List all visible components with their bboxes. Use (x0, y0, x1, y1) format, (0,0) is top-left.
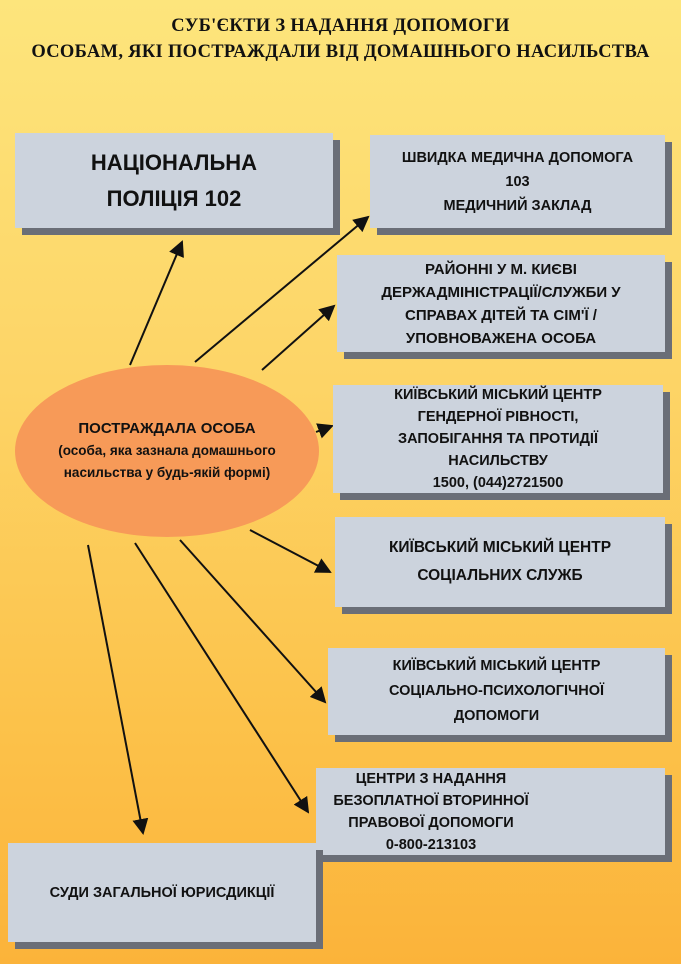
arrow-psych (179, 539, 327, 704)
box-text: СОЦІАЛЬНИХ СЛУЖБ (417, 567, 583, 584)
box-text: ЗАПОБІГАННЯ ТА ПРОТИДІЇ (398, 431, 598, 447)
victim-title: ПОСТРАЖДАЛА ОСОБА (78, 420, 256, 437)
arrow-legal (134, 542, 310, 814)
box-text: РАЙОННІ У М. КИЄВІ (425, 260, 577, 278)
box-district: РАЙОННІ У М. КИЄВІ ДЕРЖАДМІНІСТРАЦІЇ/СЛУ… (337, 255, 665, 352)
box-text: СПРАВАХ ДІТЕЙ ТА СІМ'Ї / (405, 306, 597, 324)
box-text: 0-800-213103 (385, 836, 477, 853)
box-text: БЕЗОПЛАТНОЇ ВТОРИННОЇ (333, 792, 529, 809)
box-text: 1500, (044)2721500 (432, 475, 564, 491)
box-text: ПРАВОВОЇ ДОПОМОГИ (348, 814, 514, 831)
box-ambulance: ШВИДКА МЕДИЧНА ДОПОМОГА 103 МЕДИЧНИЙ ЗАК… (370, 135, 665, 228)
box-gender-center: КИЇВСЬКИЙ МІСЬКИЙ ЦЕНТР ГЕНДЕРНОЇ РІВНОС… (333, 385, 663, 493)
box-text: КИЇВСЬКИЙ МІСЬКИЙ ЦЕНТР (392, 658, 601, 674)
victim-ellipse: ПОСТРАЖДАЛА ОСОБА (особа, яка зазнала до… (15, 365, 319, 537)
box-text: ГЕНДЕРНОЇ РІВНОСТІ, (417, 409, 579, 425)
box-psych-center: КИЇВСЬКИЙ МІСЬКИЙ ЦЕНТР СОЦІАЛЬНО-ПСИХОЛ… (328, 648, 665, 735)
box-social-services: КИЇВСЬКИЙ МІСЬКИЙ ЦЕНТР СОЦІАЛЬНИХ СЛУЖБ (335, 517, 665, 607)
arrow-district (261, 304, 336, 371)
box-courts: СУДИ ЗАГАЛЬНОЇ ЮРИСДИКЦІЇ (8, 843, 316, 942)
box-text: ШВИДКА МЕДИЧНА ДОПОМОГА (401, 149, 634, 166)
box-legal-aid: ЦЕНТРИ З НАДАННЯ БЕЗОПЛАТНОЇ ВТОРИННОЇ П… (316, 768, 665, 855)
box-text: СУДИ ЗАГАЛЬНОЇ ЮРИСДИКЦІЇ (49, 884, 275, 901)
victim-desc-1: (особа, яка зазнала домашнього (58, 443, 276, 458)
victim-desc-2: насильства у будь-якій формі) (63, 465, 271, 480)
arrow-police (129, 240, 184, 366)
box-text: КИЇВСЬКИЙ МІСЬКИЙ ЦЕНТР (394, 387, 602, 403)
box-text: МЕДИЧНИЙ ЗАКЛАД (443, 197, 592, 214)
arrow-courts (87, 544, 149, 835)
box-text: УПОВНОВАЖЕНА ОСОБА (405, 329, 597, 347)
box-text: ДОПОМОГИ (453, 708, 540, 724)
box-text: НАЦІОНАЛЬНА (90, 149, 258, 175)
box-text: 103 (505, 173, 530, 190)
box-text: КИЇВСЬКИЙ МІСЬКИЙ ЦЕНТР (388, 539, 612, 556)
arrow-gender (315, 423, 334, 439)
box-text: ДЕРЖАДМІНІСТРАЦІЇ/СЛУЖБИ У (381, 283, 621, 301)
box-text: СОЦІАЛЬНО-ПСИХОЛОГІЧНОЇ (388, 683, 604, 699)
box-text: НАСИЛЬСТВУ (448, 453, 548, 469)
box-text: ЦЕНТРИ З НАДАННЯ (355, 770, 507, 787)
box-police: НАЦІОНАЛЬНА ПОЛІЦІЯ 102 (15, 133, 333, 228)
title-line-2: ОСОБАМ, ЯКІ ПОСТРАЖДАЛИ ВІД ДОМАШНЬОГО Н… (31, 42, 650, 62)
box-text: ПОЛІЦІЯ 102 (106, 185, 242, 211)
arrow-ambulance (194, 215, 370, 363)
title-line-1: СУБ'ЄКТИ З НАДАННЯ ДОПОМОГИ (171, 16, 510, 36)
arrow-social (249, 529, 332, 573)
